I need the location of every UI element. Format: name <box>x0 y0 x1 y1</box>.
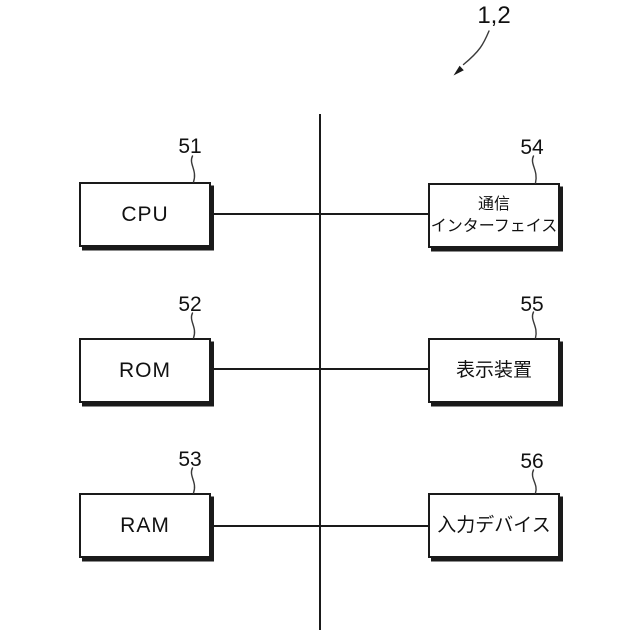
block-cpu: CPU <box>79 182 211 247</box>
figure-reference-label: 1,2 <box>477 2 511 29</box>
ref-label-51: 51 <box>178 135 202 158</box>
bus-line <box>318 114 322 630</box>
ref-label-53: 53 <box>178 448 202 471</box>
block-display-device-label: 表示装置 <box>455 360 532 381</box>
block-display-device: 表示装置 <box>428 338 560 403</box>
ref-label-55: 55 <box>520 293 544 316</box>
block-ram-label: RAM <box>120 514 170 537</box>
block-rom: ROM <box>79 338 211 403</box>
ref-label-52: 52 <box>178 293 202 316</box>
block-communication-interface-label: 通信 インターフェイス <box>430 196 558 235</box>
block-cpu-label: CPU <box>121 203 169 226</box>
figure-reference-arrowhead <box>453 65 464 76</box>
block-input-device-label: 入力デバイス <box>437 515 551 536</box>
block-input-device: 入力デバイス <box>428 493 560 558</box>
block-ram: RAM <box>79 493 211 558</box>
block-communication-interface: 通信 インターフェイス <box>428 183 560 248</box>
figure-reference-arrow <box>462 30 490 66</box>
connector-rom-display <box>210 368 430 371</box>
ref-label-56: 56 <box>520 450 544 473</box>
connector-cpu-comm <box>210 213 430 216</box>
connector-ram-input <box>210 525 430 527</box>
leader-line-51 <box>190 155 196 183</box>
ref-label-54: 54 <box>520 136 544 159</box>
leader-line-54 <box>531 155 537 184</box>
block-rom-label: ROM <box>119 359 171 382</box>
